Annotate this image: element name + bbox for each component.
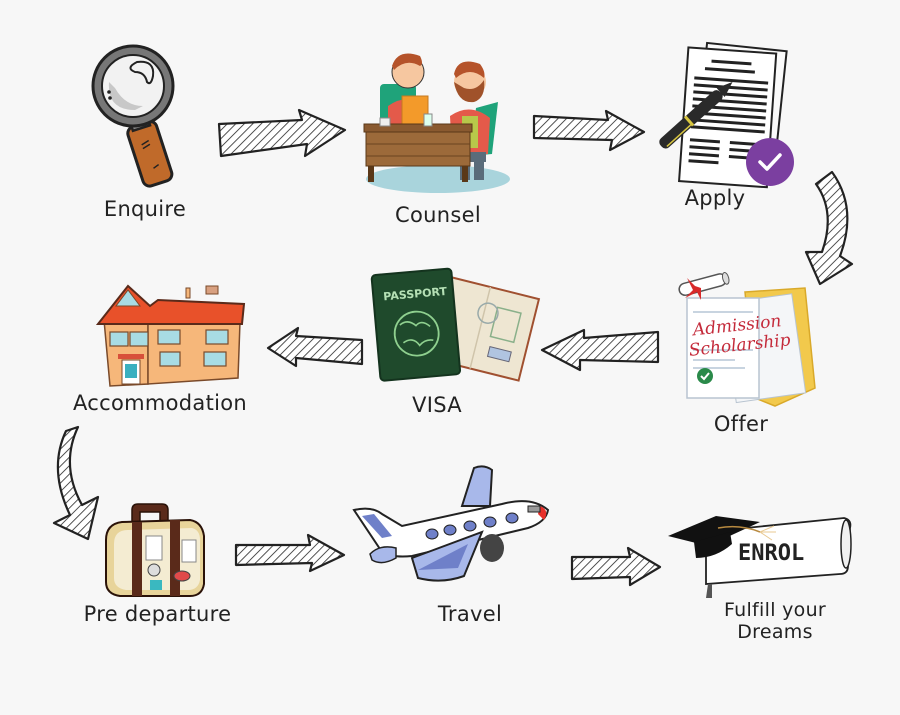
hatched-arrow-right-icon [217,108,347,158]
arrow-enquire-to-counsel [217,108,347,158]
house-icon [95,284,246,387]
airplane-icon [352,465,550,582]
arrow-offer-to-visa [540,328,660,372]
step-label-offer: Offer [713,412,769,436]
passport-cover-text: PASSPORT [383,285,448,304]
step-travel [352,462,552,592]
step-accommodation [88,280,248,390]
arrow-apply-to-offer [800,168,860,288]
arrow-visa-to-accommodation [266,326,366,370]
step-visa: PASSPORT [370,266,541,386]
step-label-enquire: Enquire [103,197,187,221]
step-label-pre-departure: Pre departure [83,602,232,626]
step-label-accommodation: Accommodation [72,391,248,415]
step-offer: Admission Scholarship [665,268,825,408]
hatched-arrow-right-icon [570,546,662,587]
passport-icon: PASSPORT [370,267,541,382]
step-label-counsel: Counsel [395,203,481,227]
arrow-accommodation-to-pre-departure [50,425,110,541]
enrol-label-line-1: Fulfill your [723,599,827,621]
check-badge [746,138,794,186]
application-document-icon [659,41,794,189]
step-pre-departure [100,500,210,600]
arrow-travel-to-enrol [570,546,662,587]
suitcase-icon [105,503,205,597]
step-label-enrol: Fulfill your Dreams [700,599,850,643]
arrow-pre-departure-to-travel [234,533,346,575]
step-label-travel: Travel [437,602,503,626]
arrow-counsel-to-apply [532,109,647,152]
enrol-scroll-text: ENROL [738,541,804,566]
counselling-meeting-icon [363,53,510,193]
hatched-arrow-left-icon [540,328,660,372]
hatched-arrow-right-icon [234,533,346,573]
graduation-scroll-icon: ENROL [668,516,852,598]
step-enquire [85,42,195,192]
hatched-curved-arrow-down-icon [804,170,854,286]
step-counsel [358,44,513,194]
step-apply [648,41,798,190]
step-label-apply: Apply [684,186,746,210]
magnifying-glass-icon [91,44,175,188]
hatched-arrow-right-icon [532,109,646,152]
step-enrol: ENROL [668,496,853,598]
step-label-visa: VISA [412,393,462,417]
hatched-curved-arrow-down-icon [52,425,100,541]
offer-letter-icon: Admission Scholarship [678,272,816,407]
hatched-arrow-left-icon [266,326,364,368]
enrol-label-line-2: Dreams [737,621,813,643]
